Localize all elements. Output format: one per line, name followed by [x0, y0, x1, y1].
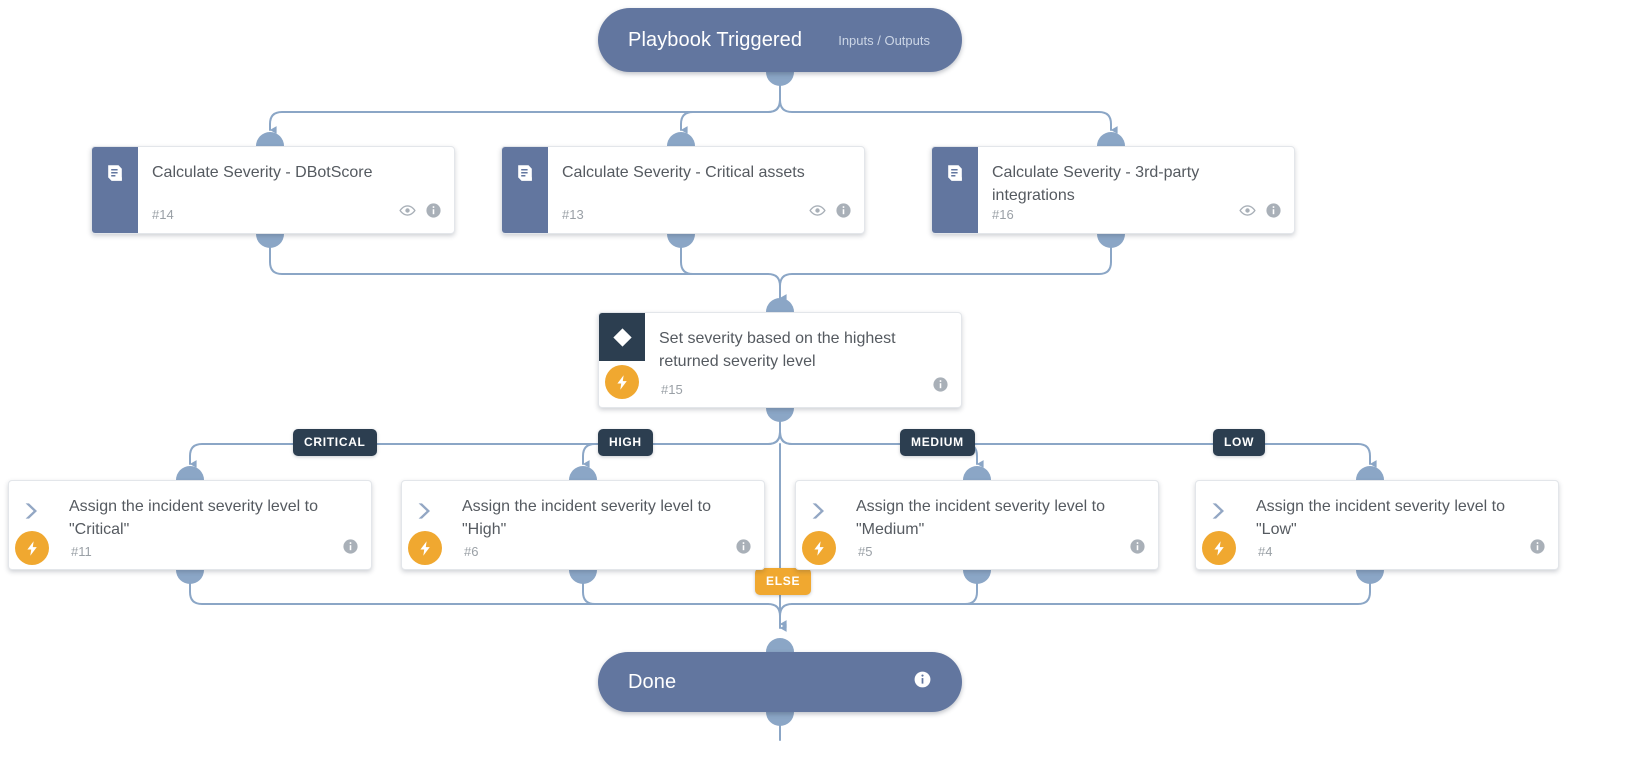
branch-badge-low[interactable]: LOW [1213, 429, 1266, 456]
eye-icon[interactable] [399, 202, 416, 224]
task-id: #13 [562, 207, 584, 222]
lightning-bolt-icon [1202, 531, 1236, 565]
lightning-bolt-icon [605, 365, 639, 399]
action-id: #4 [1258, 544, 1273, 559]
action-title: Assign the incident severity level to "L… [1256, 498, 1506, 538]
chevron-right-icon [9, 481, 55, 523]
task-id: #14 [152, 207, 174, 222]
node-playbook-triggered[interactable]: Playbook Triggered Inputs / Outputs [598, 8, 962, 72]
action-card-icons [342, 538, 359, 560]
node-task-dbotscore[interactable]: Calculate Severity - DBotScore #14 [91, 146, 455, 234]
condition-title: Set severity based on the highest return… [659, 330, 896, 370]
branch-badge-else[interactable]: ELSE [755, 568, 812, 595]
node-action-assign-critical[interactable]: Assign the incident severity level to "C… [8, 480, 372, 570]
playbook-book-icon [502, 147, 548, 233]
task-card-icons [809, 202, 852, 224]
condition-id: #15 [661, 382, 683, 397]
node-action-assign-high[interactable]: Assign the incident severity level to "H… [401, 480, 765, 570]
eye-icon[interactable] [809, 202, 826, 224]
task-card-icons [1239, 202, 1282, 224]
action-id: #6 [464, 544, 479, 559]
task-card-icons [399, 202, 442, 224]
node-action-assign-medium[interactable]: Assign the incident severity level to "M… [795, 480, 1159, 570]
lightning-bolt-icon [408, 531, 442, 565]
info-icon[interactable] [1265, 202, 1282, 224]
task-title: Calculate Severity - DBotScore [152, 164, 373, 181]
node-task-critical-assets[interactable]: Calculate Severity - Critical assets #13 [501, 146, 865, 234]
info-icon[interactable] [425, 202, 442, 224]
task-title: Calculate Severity - 3rd-party integrati… [992, 164, 1200, 204]
info-icon[interactable] [835, 202, 852, 224]
node-done[interactable]: Done [598, 652, 962, 712]
chevron-right-icon [1196, 481, 1242, 523]
playbook-triggered-title: Playbook Triggered [628, 28, 803, 51]
branch-badge-high[interactable]: HIGH [598, 429, 653, 456]
info-icon[interactable] [342, 538, 359, 560]
chevron-right-icon [402, 481, 448, 523]
action-title: Assign the incident severity level to "H… [462, 498, 712, 538]
info-icon[interactable] [735, 538, 752, 560]
playbook-book-icon [92, 147, 138, 233]
info-icon[interactable] [1129, 538, 1146, 560]
action-id: #5 [858, 544, 873, 559]
action-id: #11 [71, 544, 92, 559]
lightning-bolt-icon [15, 531, 49, 565]
inputs-outputs-link[interactable]: Inputs / Outputs [838, 32, 930, 48]
node-task-3rd-party-integrations[interactable]: Calculate Severity - 3rd-party integrati… [931, 146, 1295, 234]
diamond-condition-icon [599, 313, 645, 361]
action-card-icons [735, 538, 752, 560]
info-icon[interactable] [932, 376, 949, 398]
done-title: Done [628, 670, 677, 693]
task-id: #16 [992, 207, 1014, 222]
action-card-icons [1129, 538, 1146, 560]
lightning-bolt-icon [802, 531, 836, 565]
action-card-icons [1529, 538, 1546, 560]
eye-icon[interactable] [1239, 202, 1256, 224]
playbook-book-icon [932, 147, 978, 233]
action-title: Assign the incident severity level to "C… [69, 498, 319, 538]
branch-badge-critical[interactable]: CRITICAL [293, 429, 377, 456]
chevron-right-icon [796, 481, 842, 523]
condition-card-icons [932, 376, 949, 398]
info-icon[interactable] [1529, 538, 1546, 560]
task-title: Calculate Severity - Critical assets [562, 164, 805, 181]
info-icon[interactable] [913, 670, 932, 694]
branch-badge-medium[interactable]: MEDIUM [900, 429, 975, 456]
node-condition-set-severity[interactable]: Set severity based on the highest return… [598, 312, 962, 408]
action-title: Assign the incident severity level to "M… [856, 498, 1106, 538]
node-action-assign-low[interactable]: Assign the incident severity level to "L… [1195, 480, 1559, 570]
